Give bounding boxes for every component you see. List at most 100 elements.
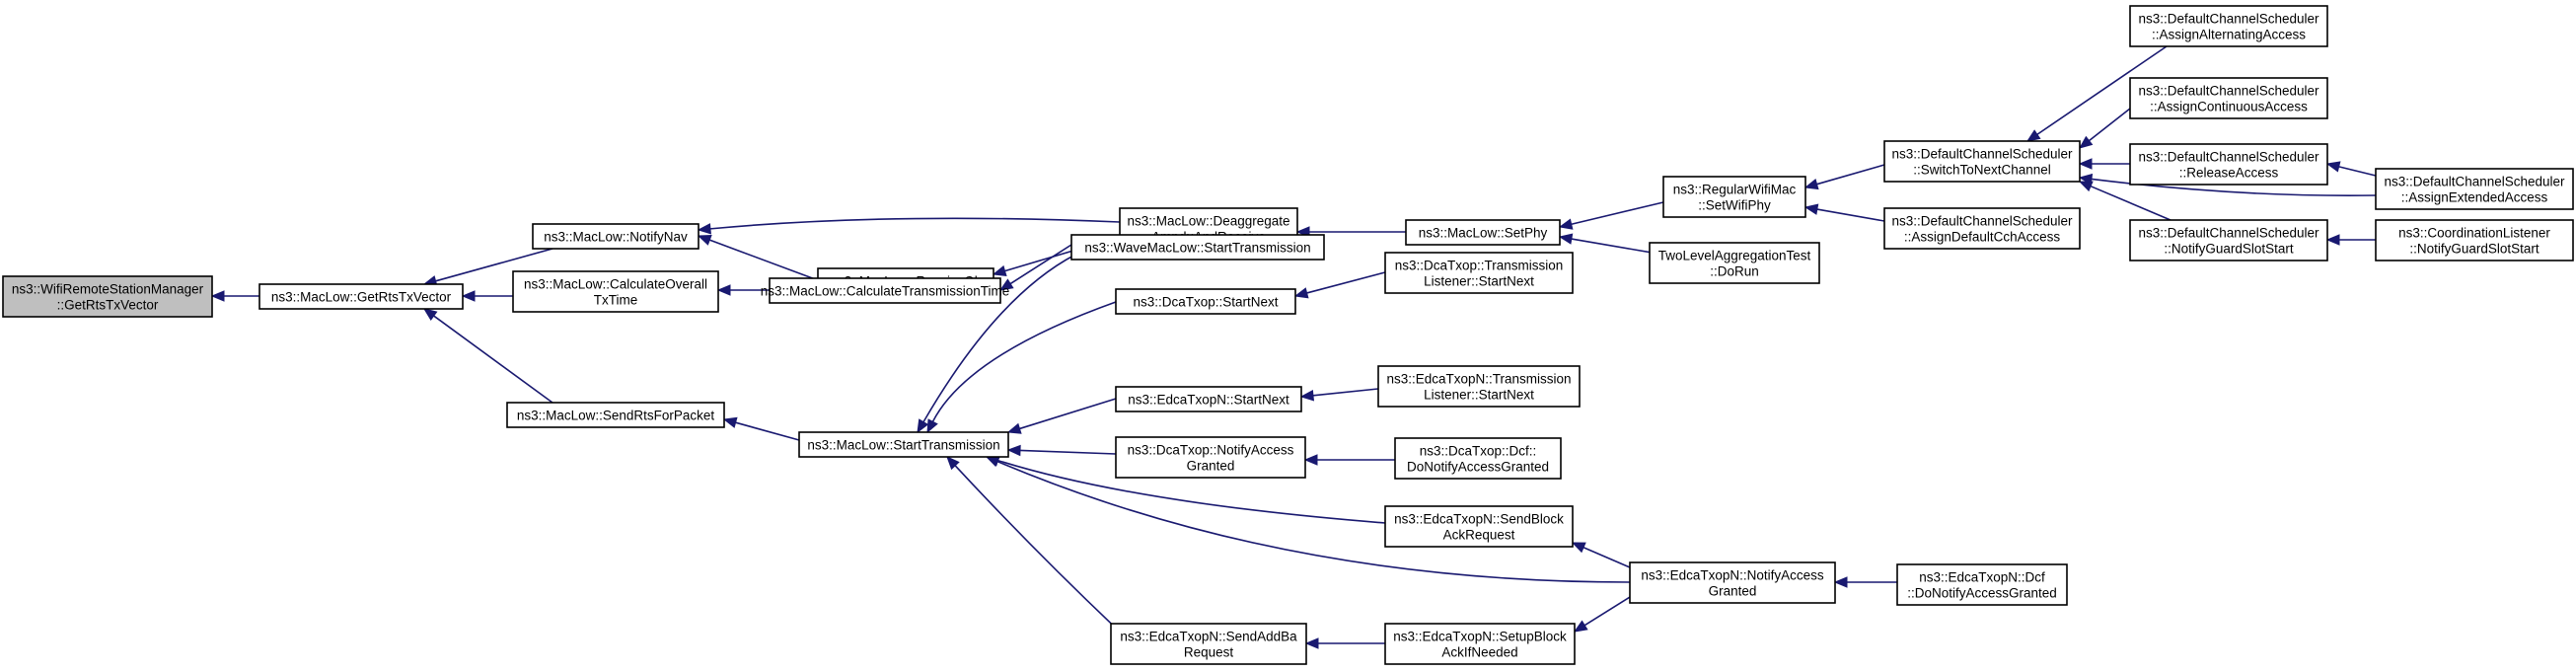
edge-line xyxy=(1019,449,1117,455)
edge-line xyxy=(1312,388,1379,397)
edge-line xyxy=(1009,244,1072,285)
edge-line xyxy=(1583,596,1631,627)
arrowhead-icon xyxy=(461,290,476,302)
arrowhead-icon xyxy=(1803,203,1819,215)
edge-wavestart-to-calctx xyxy=(998,244,1072,291)
node-box xyxy=(1662,176,1806,218)
arrowhead-icon xyxy=(1558,218,1574,230)
node-box xyxy=(258,283,464,310)
node-dcadcfnotify[interactable]: ns3::DcaTxop::Dcf::DoNotifyAccessGranted xyxy=(1394,437,1562,480)
node-label: ns3::MacLow::CalculateTransmissionTime xyxy=(761,284,1010,299)
arrowhead-icon xyxy=(716,284,731,296)
edge-assignalt-to-switchnext xyxy=(2025,45,2168,142)
arrowhead-icon xyxy=(1573,620,1588,633)
arrowhead-icon xyxy=(1833,576,1848,588)
node-twolevel[interactable]: TwoLevelAggregationTest::DoRun xyxy=(1649,242,1820,284)
node-notifynav[interactable]: ns3::MacLow::NotifyNav xyxy=(532,223,699,250)
arrowhead-icon xyxy=(422,308,438,322)
edge-line xyxy=(1571,201,1664,225)
node-assigndefault[interactable]: ns3::DefaultChannelScheduler::AssignDefa… xyxy=(1883,207,2081,250)
edge-line xyxy=(922,254,1076,423)
arrowhead-icon xyxy=(946,456,960,471)
node-label: Granted xyxy=(1187,459,1235,474)
arrowhead-icon xyxy=(917,418,929,434)
arrowhead-icon xyxy=(2078,135,2094,149)
edge-edcatlstartnext-to-edcastartnext xyxy=(1299,388,1379,402)
edge-line xyxy=(2088,108,2131,142)
arrowhead-icon xyxy=(697,234,712,246)
node-switchnext[interactable]: ns3::DefaultChannelScheduler::SwitchToNe… xyxy=(1883,140,2081,183)
edge-assignext-to-release xyxy=(2325,161,2377,177)
node-label: Request xyxy=(1184,645,1234,660)
node-box xyxy=(1115,288,1296,315)
arrowhead-icon xyxy=(2025,129,2041,142)
edge-line xyxy=(735,421,800,441)
node-box xyxy=(2129,5,2328,47)
edge-line xyxy=(708,239,819,281)
node-wavestart[interactable]: ns3::WaveMacLow::StartTransmission xyxy=(1070,234,1325,261)
node-label: ns3::EdcaTxopN::SetupBlock xyxy=(1393,630,1567,644)
edge-twolevel-to-setphy xyxy=(1558,233,1664,256)
node-assignalt[interactable]: ns3::DefaultChannelScheduler::AssignAlte… xyxy=(2129,5,2328,47)
node-box xyxy=(1883,207,2081,250)
edge-getrts-to-root xyxy=(210,290,259,302)
edge-deaggregate-to-notifynav xyxy=(697,217,1121,235)
arrowhead-icon xyxy=(2325,161,2341,173)
edge-edcasetupblock-to-edcasendaddba xyxy=(1304,637,1385,649)
node-label: Listener::StartNext xyxy=(1424,274,1534,289)
node-starttx[interactable]: ns3::MacLow::StartTransmission xyxy=(798,431,1009,458)
arrowhead-icon xyxy=(1558,233,1574,245)
arrowhead-icon xyxy=(697,223,711,235)
node-label: ::SwitchToNextChannel xyxy=(1913,163,2051,178)
node-assigncont[interactable]: ns3::DefaultChannelScheduler::AssignCont… xyxy=(2129,77,2328,119)
node-box xyxy=(2129,219,2328,261)
edge-line xyxy=(1571,238,1664,256)
node-release[interactable]: ns3::DefaultChannelScheduler::ReleaseAcc… xyxy=(2129,143,2328,186)
node-box xyxy=(1384,252,1574,294)
node-box xyxy=(532,223,699,250)
node-calctx[interactable]: ns3::MacLow::CalculateTransmissionTime xyxy=(761,277,1010,304)
node-edcatlstartnext[interactable]: ns3::EdcaTxopN::TransmissionListener::St… xyxy=(1377,365,1581,408)
arrowhead-icon xyxy=(1303,454,1318,466)
arrowhead-icon xyxy=(722,416,738,428)
node-getrts[interactable]: ns3::MacLow::GetRtsTxVector xyxy=(258,283,464,310)
node-coordguard[interactable]: ns3::CoordinationListener::NotifyGuardSl… xyxy=(2375,219,2574,261)
node-setphy[interactable]: ns3::MacLow::SetPhy xyxy=(1405,219,1561,246)
edge-line xyxy=(1816,164,1885,186)
edge-edcasendaddba-to-starttx xyxy=(946,456,1126,637)
node-label: ns3::EdcaTxopN::SendAddBa xyxy=(1120,630,1297,644)
node-label: ::NotifyGuardSlotStart xyxy=(2164,242,2294,257)
node-edcanotify[interactable]: ns3::EdcaTxopN::NotifyAccessGranted xyxy=(1629,561,1836,604)
edge-wavestart-to-starttx xyxy=(917,254,1076,434)
edge-dcanotify-to-starttx xyxy=(1006,444,1117,457)
node-label: ns3::DcaTxop::Dcf:: xyxy=(1420,444,1537,459)
node-dcastartnext[interactable]: ns3::DcaTxop::StartNext xyxy=(1115,288,1296,315)
node-edcastartnext[interactable]: ns3::EdcaTxopN::StartNext xyxy=(1115,386,1302,412)
edge-line xyxy=(2090,185,2171,221)
node-regsetwifiphy[interactable]: ns3::RegularWifiMac::SetWifiPhy xyxy=(1662,176,1806,218)
node-edcadcfnotify[interactable]: ns3::EdcaTxopN::Dcf::DoNotifyAccessGrant… xyxy=(1896,563,2068,606)
node-dcatlstartnext[interactable]: ns3::DcaTxop::TransmissionListener::Star… xyxy=(1384,252,1574,294)
node-label: ns3::MacLow::CalculateOverall xyxy=(524,277,707,292)
node-box xyxy=(1070,234,1325,261)
node-label: DoNotifyAccessGranted xyxy=(1407,460,1549,475)
node-notifyguard[interactable]: ns3::DefaultChannelScheduler::NotifyGuar… xyxy=(2129,219,2328,261)
node-label: ns3::DefaultChannelScheduler xyxy=(2384,175,2565,189)
node-dcanotify[interactable]: ns3::DcaTxop::NotifyAccessGranted xyxy=(1115,436,1306,479)
edge-edcanotify-to-edcasetupblock xyxy=(1573,596,1631,633)
node-label: ::ReleaseAccess xyxy=(2179,166,2279,181)
node-label: ns3::EdcaTxopN::StartNext xyxy=(1128,393,1289,408)
node-sendrts[interactable]: ns3::MacLow::SendRtsForPacket xyxy=(506,402,725,428)
edge-line xyxy=(2036,45,2168,135)
node-box xyxy=(506,402,725,428)
node-label: ::DoNotifyAccessGranted xyxy=(1907,586,2057,601)
node-label: ns3::MacLow::NotifyNav xyxy=(544,230,688,245)
node-label: ns3::CoordinationListener xyxy=(2398,226,2550,241)
node-label: ::AssignExtendedAccess xyxy=(2401,190,2548,205)
node-label: ns3::DefaultChannelScheduler xyxy=(1891,147,2073,162)
node-assignext[interactable]: ns3::DefaultChannelScheduler::AssignExte… xyxy=(2375,168,2574,210)
